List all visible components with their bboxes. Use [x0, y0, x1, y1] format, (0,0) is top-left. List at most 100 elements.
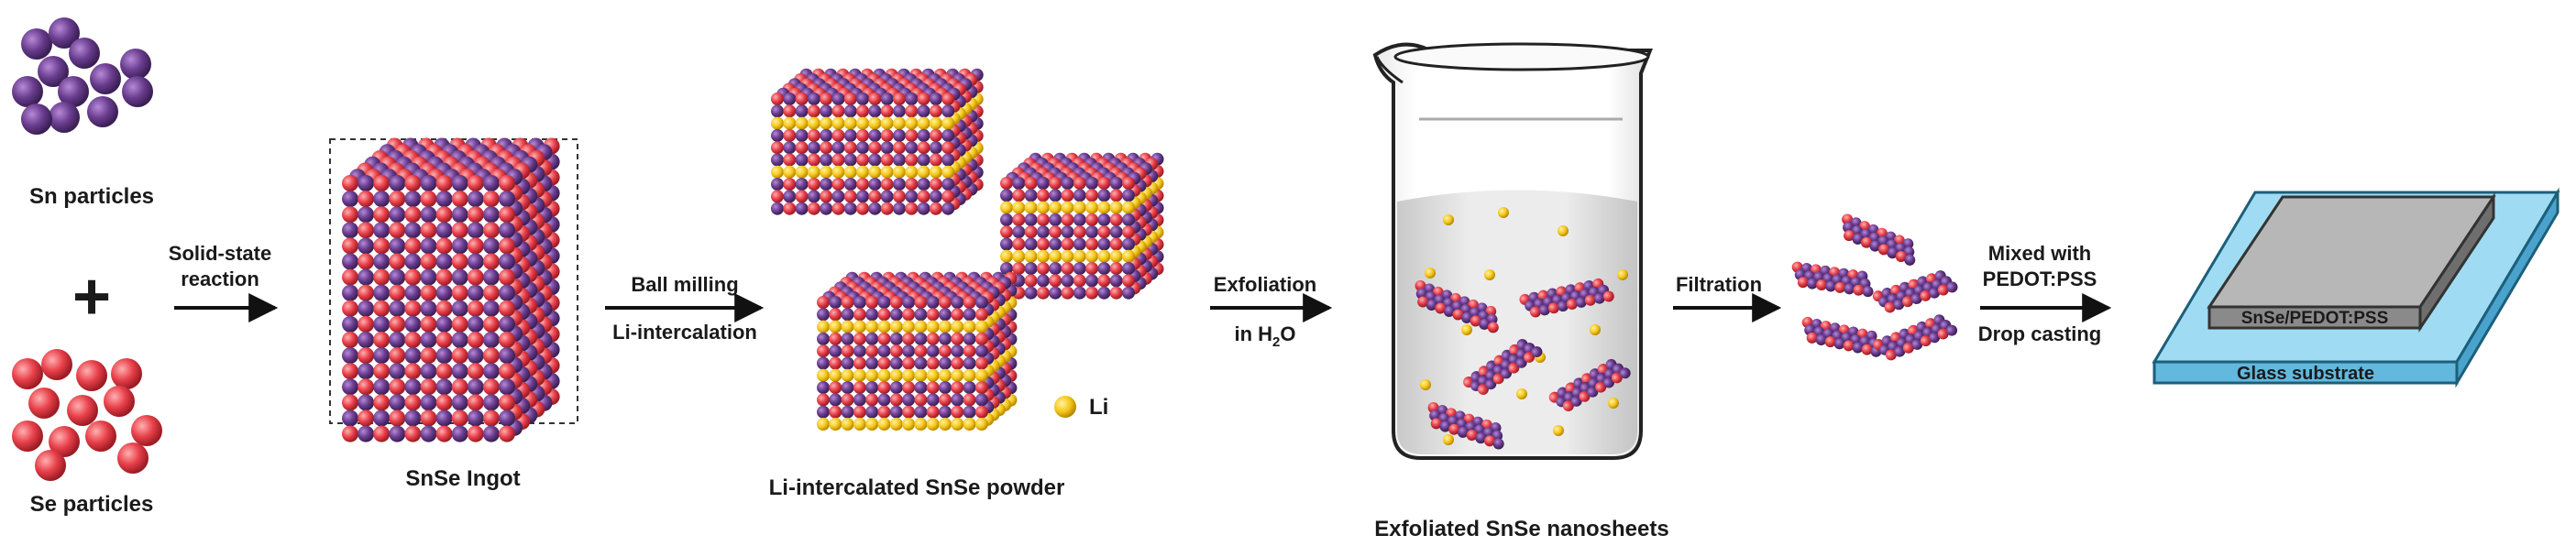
nanosheet-atom: [1485, 378, 1497, 390]
nanosheet: [1415, 279, 1499, 333]
ingot-atom: [467, 222, 484, 239]
sn-particle: [12, 76, 43, 107]
li-ion: [1617, 269, 1628, 280]
powder-atom: [843, 165, 857, 179]
ingot-atom: [342, 410, 358, 427]
powder-atom: [865, 320, 879, 333]
powder-atom: [807, 141, 820, 155]
powder-atom: [1097, 201, 1111, 214]
filtered-sheet: [1872, 270, 1958, 313]
powder-atom: [939, 418, 952, 431]
ingot-atom: [420, 222, 437, 239]
ingot-atom: [404, 378, 422, 396]
powder-atom: [868, 104, 882, 118]
powder-atom: [951, 332, 964, 345]
powder-atom: [1024, 274, 1038, 288]
powder-atom: [829, 405, 842, 419]
ingot-atom: [467, 363, 484, 380]
powder-atom: [905, 116, 919, 130]
powder-atom: [917, 141, 930, 155]
powder-atom: [941, 190, 955, 203]
ingot-atom: [342, 237, 358, 255]
powder-atom: [817, 320, 830, 333]
powder-atom: [1097, 213, 1111, 226]
nanosheet-atom: [1508, 362, 1520, 374]
powder-atom: [941, 178, 955, 191]
powder-atom: [831, 116, 845, 130]
powder-atom: [1122, 213, 1135, 226]
powder-atom: [917, 165, 930, 179]
powder-atom: [1061, 249, 1074, 263]
nanosheet-atom: [1860, 236, 1872, 248]
powder-atom: [865, 381, 879, 395]
powder-atom: [974, 393, 988, 407]
powder-atom: [1122, 237, 1135, 251]
ingot-atom: [389, 347, 406, 365]
ingot-atom: [373, 300, 391, 317]
ingot-atom: [451, 300, 468, 317]
powder-atom: [974, 296, 988, 309]
powder-atom: [1073, 225, 1086, 239]
powder-atom: [1061, 237, 1074, 251]
nanosheet-atom: [1862, 286, 1874, 298]
powder-atom: [771, 202, 784, 215]
powder-atom: [877, 368, 891, 382]
powder-atom: [880, 104, 894, 118]
powder-atom: [929, 141, 942, 155]
powder-atom: [1036, 237, 1050, 251]
sn-particle: [58, 76, 89, 107]
powder-atom: [795, 190, 809, 203]
powder-atom: [880, 178, 894, 191]
ingot-atom: [342, 253, 358, 270]
powder-atom: [1073, 274, 1086, 288]
powder-atom: [905, 153, 919, 167]
powder-atom: [1012, 189, 1026, 202]
nanosheet-atom: [1579, 390, 1591, 402]
ingot-label: SnSe Ingot: [405, 466, 520, 491]
nanosheet-atom: [1920, 335, 1932, 347]
ingot-atom: [404, 268, 422, 286]
powder-atom: [889, 344, 903, 358]
ingot-atom: [435, 300, 453, 317]
filtered-sheet: [1801, 316, 1882, 357]
nanosheet-atom: [1843, 222, 1855, 234]
powder-atom: [868, 178, 882, 191]
powder-atom: [914, 418, 928, 431]
powder-atom: [1024, 249, 1038, 263]
powder-atom: [902, 356, 916, 370]
nanosheet-atom: [1538, 304, 1550, 316]
powder-atom: [820, 128, 833, 142]
powder-atom: [963, 356, 976, 370]
powder-atom: [877, 356, 891, 370]
powder-atom: [843, 141, 857, 155]
powder-atom: [856, 190, 870, 203]
nanosheet-atom: [1452, 309, 1464, 321]
nanosheet-atom: [1430, 418, 1442, 430]
powder-atom: [905, 202, 919, 215]
powder-atom: [865, 308, 879, 322]
li-ion: [1553, 425, 1564, 436]
se-particle: [12, 420, 43, 452]
powder-atom: [1061, 225, 1074, 239]
ingot-atom: [420, 237, 437, 255]
nanosheets-label: Exfoliated SnSe nanosheets: [1374, 517, 1668, 541]
ingot-atom: [482, 425, 500, 442]
powder-atom: [1061, 274, 1074, 288]
ingot-atom: [373, 315, 391, 333]
powder-atom: [831, 153, 845, 167]
nanosheet-atom: [1937, 328, 1949, 340]
powder-atom: [902, 405, 916, 419]
nanosheet-atom: [1884, 301, 1896, 313]
powder-atom: [1049, 201, 1062, 214]
ingot-atom: [451, 315, 468, 333]
powder-atom: [829, 393, 842, 407]
ingot-atom: [358, 425, 375, 442]
powder-atom: [783, 116, 797, 130]
powder-atom: [974, 356, 988, 370]
powder-atom: [1109, 262, 1123, 276]
ingot-atom: [451, 191, 468, 208]
powder-atom: [831, 93, 845, 105]
powder-atom: [1036, 249, 1050, 263]
powder-atom: [1085, 189, 1099, 202]
